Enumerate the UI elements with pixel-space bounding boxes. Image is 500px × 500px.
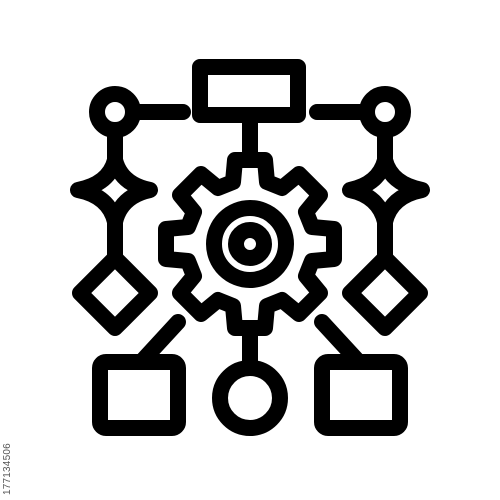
stock-id-text: 177134506 bbox=[2, 443, 13, 495]
bottom-center-end-node bbox=[212, 360, 288, 436]
bottom-left-process-box bbox=[92, 354, 186, 436]
gear-inner-ring bbox=[206, 200, 294, 288]
gear-icon bbox=[158, 152, 342, 336]
bottom-right-connector bbox=[314, 314, 365, 368]
left-diamond-decision bbox=[72, 250, 158, 336]
bottom-left-connector bbox=[135, 314, 186, 368]
right-diamond-decision bbox=[342, 250, 428, 336]
right-star-decision bbox=[342, 152, 430, 230]
bottom-right-process-box bbox=[314, 354, 408, 436]
gear-hub bbox=[228, 222, 272, 266]
left-star-decision bbox=[70, 152, 158, 230]
